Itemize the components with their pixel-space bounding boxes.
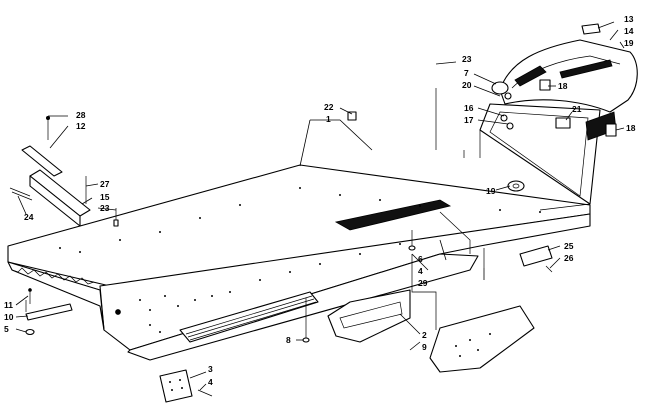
callout-9: 9 xyxy=(422,342,427,352)
callout-5: 5 xyxy=(4,324,9,334)
running-board-perforations xyxy=(185,295,317,341)
callout-13: 13 xyxy=(624,14,634,24)
callout-23-left: 23 xyxy=(100,203,110,213)
callout-1: 1 xyxy=(326,114,331,124)
tunnel-vent-slot xyxy=(334,199,452,231)
callout-24: 24 xyxy=(24,212,34,222)
callout-4-bottom: 4 xyxy=(208,377,213,387)
leader-lines xyxy=(15,21,625,391)
callout-labels: 22 1 23 7 20 16 17 18 21 18 13 14 19 19 … xyxy=(4,14,636,387)
callout-18-top: 18 xyxy=(558,81,568,91)
callout-12: 12 xyxy=(76,121,86,131)
plate-25 xyxy=(519,245,553,267)
clip-18-right xyxy=(605,123,617,137)
tunnel-assembly xyxy=(7,164,591,361)
assembly-lines xyxy=(25,88,471,330)
callout-15: 15 xyxy=(100,192,110,202)
callout-20: 20 xyxy=(462,80,472,90)
rivet-holes xyxy=(59,187,541,333)
callout-29: 29 xyxy=(418,278,428,288)
washer-5 xyxy=(25,328,35,336)
callout-10: 10 xyxy=(4,312,14,322)
left-hardware xyxy=(9,116,119,336)
tunnel-side-wall xyxy=(99,213,591,351)
callout-25: 25 xyxy=(564,241,574,251)
rear-flap-frame xyxy=(479,103,601,205)
callout-7: 7 xyxy=(464,68,469,78)
callout-8: 8 xyxy=(286,335,291,345)
callout-14: 14 xyxy=(624,26,634,36)
end-cap-7 xyxy=(491,81,509,95)
callout-26: 26 xyxy=(564,253,574,263)
callout-18-right: 18 xyxy=(626,123,636,133)
tunnel-front-flange xyxy=(7,261,105,331)
callout-3: 3 xyxy=(208,364,213,374)
nut-8 xyxy=(302,337,310,343)
callout-27: 27 xyxy=(100,179,110,189)
callout-19-top: 19 xyxy=(624,38,634,48)
callout-22: 22 xyxy=(324,102,334,112)
callout-4-mid: 4 xyxy=(418,266,423,276)
washer-19 xyxy=(507,180,525,192)
callout-23-right: 23 xyxy=(462,54,472,64)
clip-18-top xyxy=(539,79,551,91)
bar-10 xyxy=(25,303,73,321)
bracket-21 xyxy=(555,117,571,129)
lower-hardware xyxy=(159,92,553,403)
callout-17: 17 xyxy=(464,115,474,125)
callout-2: 2 xyxy=(422,330,427,340)
callout-11: 11 xyxy=(4,300,13,310)
callout-16: 16 xyxy=(464,103,474,113)
callout-21: 21 xyxy=(572,104,582,114)
bar-12 xyxy=(21,145,63,177)
callout-19-tunnel: 19 xyxy=(486,186,496,196)
square-22 xyxy=(347,111,357,121)
bracket-plate-2 xyxy=(429,305,535,373)
callout-28: 28 xyxy=(76,110,86,120)
callout-6: 6 xyxy=(418,254,423,264)
plate-3 xyxy=(159,369,193,403)
step-plate-9 xyxy=(327,289,411,343)
decal-13 xyxy=(581,23,601,35)
